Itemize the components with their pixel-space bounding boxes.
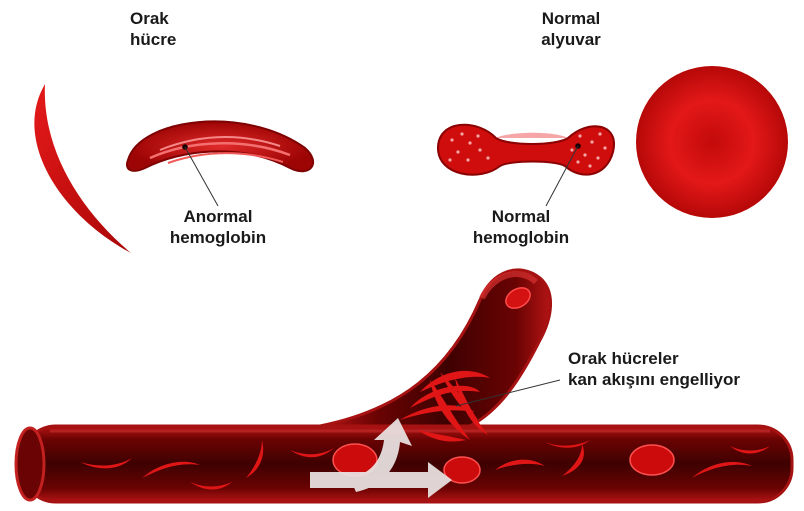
sickle-cell-cross-section: [127, 121, 313, 171]
blood-vessel: [16, 270, 792, 502]
pointer-line-abnormal: [185, 147, 218, 206]
sickle-cell-icon: [34, 84, 131, 253]
vessel-rbc: [630, 445, 674, 475]
normal-rbc-icon: [636, 66, 788, 218]
normal-cell-cross-section: [438, 125, 614, 175]
